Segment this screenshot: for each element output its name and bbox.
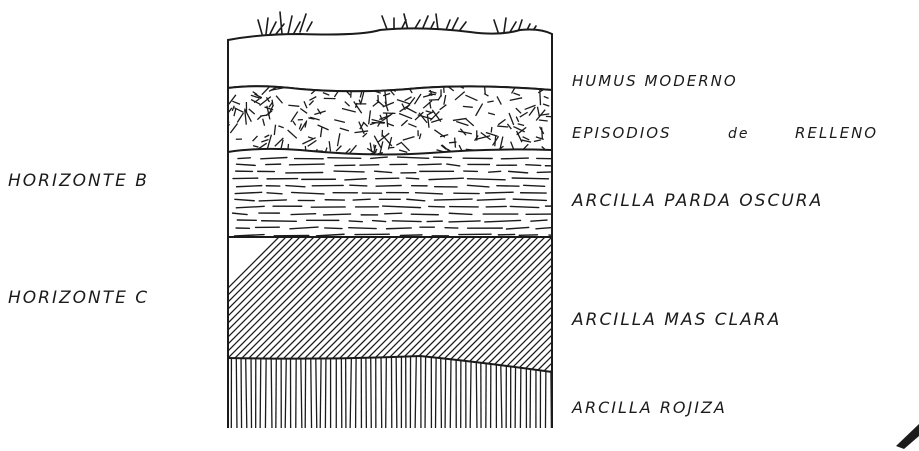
humus-layer <box>228 28 552 91</box>
arcilla-clara-layer <box>140 236 735 376</box>
de-label: de <box>728 126 750 142</box>
arcilla-rojiza-label: ARCILLA ROJIZA <box>571 398 727 417</box>
horizon-c-label: HORIZONTE C <box>8 288 149 308</box>
humus-moderno-label: HUMUS MODERNO <box>572 72 738 90</box>
arcilla-parda-oscura-label: ARCILLA PARDA OSCURA <box>571 191 823 211</box>
episodios-label: EPISODIOS <box>572 124 672 142</box>
pen-stroke-mark <box>896 424 919 449</box>
arcilla-parda-layer <box>228 146 582 238</box>
relleno-label: RELLENO <box>795 124 878 142</box>
arcilla-mas-clara-label: ARCILLA MAS CLARA <box>571 310 781 330</box>
horizon-b-label: HORIZONTE B <box>8 171 149 191</box>
